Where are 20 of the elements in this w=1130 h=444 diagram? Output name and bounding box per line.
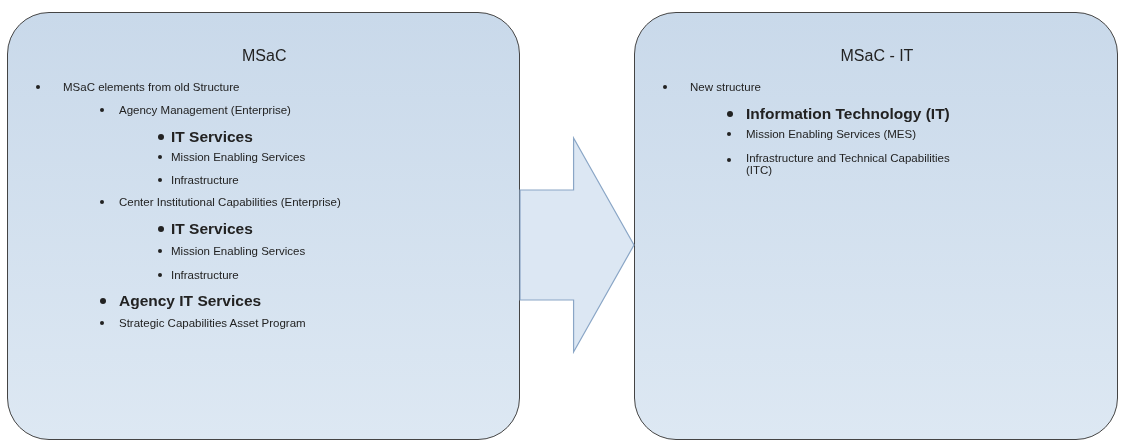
list-item: Infrastructure and Technical Capabilities (ITC) bbox=[746, 152, 951, 176]
list-item: Agency Management (Enterprise) bbox=[119, 104, 291, 116]
box-title: MSaC - IT bbox=[840, 47, 914, 65]
list-item: New structure bbox=[690, 81, 761, 93]
list-item: Center Institutional Capabilities (Enterprise) bbox=[119, 196, 341, 208]
list-item: Mission Enabling Services bbox=[171, 245, 306, 257]
rounded-box bbox=[634, 12, 1118, 440]
rounded-box bbox=[7, 12, 520, 440]
list-item: Agency IT Services bbox=[119, 292, 262, 310]
list-item: MSaC elements from old Structure bbox=[63, 81, 240, 93]
list-item: IT Services bbox=[171, 220, 253, 238]
list-item: Infrastructure bbox=[171, 269, 239, 281]
list-item: Strategic Capabilities Asset Program bbox=[119, 317, 306, 329]
list-item: Mission Enabling Services (MES) bbox=[746, 128, 916, 140]
list-item: IT Services bbox=[171, 128, 253, 146]
block-arrow bbox=[519, 135, 635, 355]
box-title: MSaC bbox=[242, 47, 287, 65]
list-item: Information Technology (IT) bbox=[746, 105, 950, 123]
list-item: Infrastructure bbox=[171, 174, 239, 186]
list-item: Mission Enabling Services bbox=[171, 151, 306, 163]
